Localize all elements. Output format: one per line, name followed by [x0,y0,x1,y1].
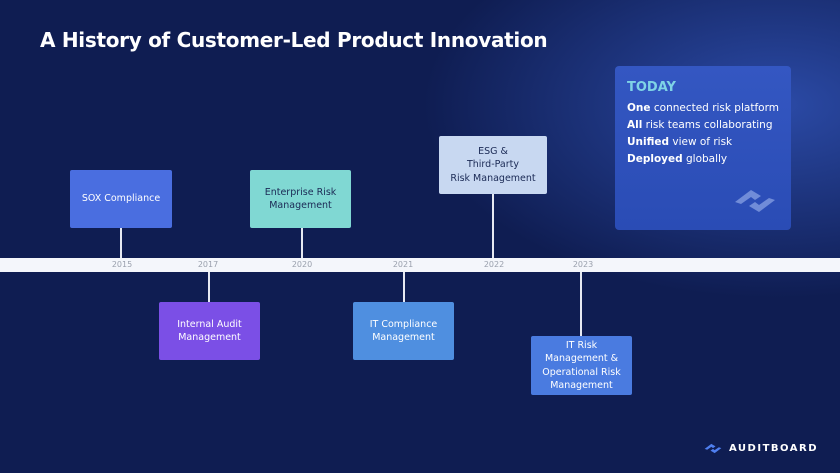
milestone-sox: SOX Compliance [70,170,172,228]
today-heading: TODAY [627,80,676,95]
milestone-internal-audit: Internal Audit Management [159,302,260,360]
connector-2015 [120,228,122,258]
connector-2021 [403,272,405,302]
auditboard-logo: AUDITBOARD [703,442,818,455]
connector-2017 [208,272,210,302]
brand-name: AUDITBOARD [729,443,818,454]
milestone-it-operational-risk: IT Risk Management & Operational Risk Ma… [531,336,632,395]
year-label: 2020 [291,260,313,269]
connector-2022 [492,194,494,258]
milestone-it-compliance: IT Compliance Management [353,302,454,360]
today-panel: TODAY One connected risk platform All ri… [615,66,791,230]
milestone-esg-third-party: ESG & Third-Party Risk Management [439,136,547,194]
today-item: All risk teams collaborating [627,119,773,131]
year-label: 2017 [197,260,219,269]
year-label: 2022 [483,260,505,269]
timeline-band [0,258,840,272]
year-label: 2021 [392,260,414,269]
today-item: One connected risk platform [627,102,779,114]
connector-2023 [580,272,582,336]
today-item: Deployed globally [627,153,728,165]
auditboard-logo-icon [704,443,722,454]
milestone-enterprise-risk: Enterprise Risk Management [250,170,351,228]
auditboard-mark-icon [735,190,775,212]
page-title: A History of Customer-Led Product Innova… [40,28,548,52]
today-item: Unified view of risk [627,136,733,148]
year-label: 2023 [572,260,594,269]
connector-2020 [301,228,303,258]
year-label: 2015 [111,260,133,269]
